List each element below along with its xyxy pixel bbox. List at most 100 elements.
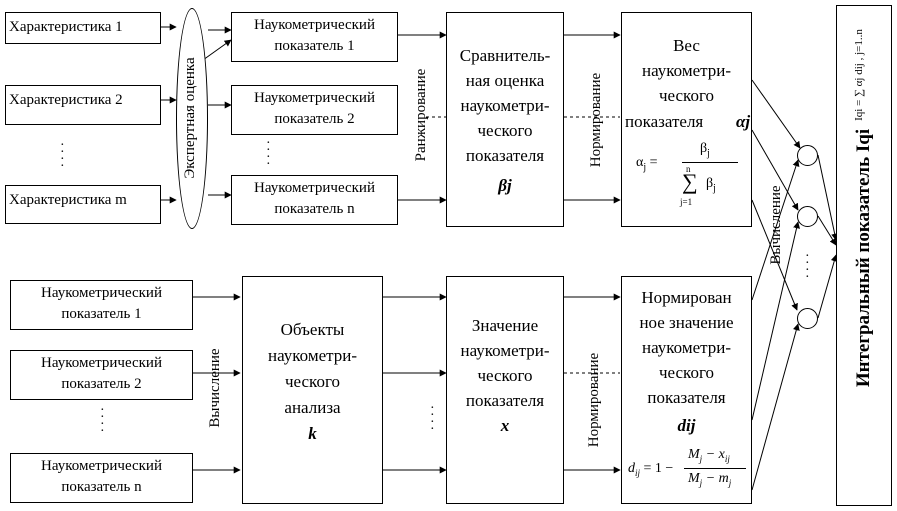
d-den-m-sub: j: [699, 477, 703, 488]
d-symbol: dij: [677, 416, 696, 435]
bottom-indicator-2-line2: показатель 2: [61, 376, 142, 392]
top-indicator-2-line1: Наукометрический: [254, 90, 375, 106]
weight-line-2: наукометри-: [641, 61, 732, 80]
top-indicator-n-line1: Наукометрический: [254, 180, 375, 196]
value-line-1: Значение: [471, 316, 539, 335]
beta-symbol: βj: [498, 176, 512, 195]
objects-line-1: Объекты: [280, 320, 345, 339]
ellipsis-characteristics: ····: [60, 138, 65, 174]
d-fraction-bar: [684, 468, 746, 469]
d-den-mm-sub: j: [728, 477, 732, 488]
ellipsis-objects: ····: [430, 401, 435, 437]
normalized-box: Нормирован ное значение наукометри- ческ…: [621, 276, 752, 504]
alpha-sum-sign: ∑: [682, 169, 698, 194]
d-den-m: M: [688, 471, 700, 486]
x-symbol: x: [500, 416, 510, 435]
objects-line-4: анализа: [284, 398, 341, 417]
bottom-indicator-1-line2: показатель 1: [61, 306, 142, 322]
alpha-lhs-sub: j: [643, 161, 647, 173]
normalized-line-5: показателя: [647, 388, 726, 407]
characteristic-label-m: Характеристика m: [9, 192, 127, 208]
alpha-den-sub: j: [713, 182, 716, 194]
bottom-indicator-n-line2: показатель n: [61, 479, 142, 495]
integral-label: Интегральный показатель Iqi: [853, 128, 874, 388]
arrow-c1: [817, 154, 839, 241]
alpha-sum-top: n: [686, 164, 691, 174]
characteristic-label-2: Характеристика 2: [9, 92, 123, 108]
top-indicator-n-line2: показатель n: [274, 201, 355, 217]
k-symbol: k: [308, 424, 317, 443]
alpha-num-sub: j: [707, 147, 710, 159]
top-indicator-1-line1: Наукометрический: [254, 17, 375, 33]
d-den-mm: − m: [705, 471, 729, 486]
objects-box: Объекты наукометри- ческого анализа k: [242, 276, 383, 504]
sum-node-2: [797, 206, 818, 227]
bottom-indicator-2-line1: Наукометрический: [41, 355, 162, 371]
top-indicator-box-n: Наукометрический показатель n: [231, 175, 398, 225]
arrow-w3: [751, 199, 798, 311]
arrow-n1: [751, 159, 800, 301]
arrow-n3: [751, 323, 800, 491]
calc-label-right: Вычисление: [768, 185, 784, 265]
d-eq: = 1 −: [643, 461, 674, 476]
bottom-indicator-n-line1: Наукометрический: [41, 458, 162, 474]
calc-label-bottom: Вычисление: [207, 348, 223, 428]
normalized-line-4: ческого: [658, 363, 714, 382]
top-indicator-1-line2: показатель 1: [274, 38, 355, 54]
characteristic-label-1: Характеристика 1: [9, 19, 123, 35]
arrow-n2: [751, 221, 800, 421]
norm-label-top: Нормирование: [588, 72, 604, 168]
ellipsis-bottom-indicators: ····: [100, 403, 105, 439]
value-line-2: наукометри-: [460, 341, 550, 360]
value-box: Значение наукометри- ческого показателя …: [446, 276, 564, 504]
objects-line-2: наукометри-: [267, 346, 358, 365]
weight-box: Вес наукометри- ческого показателя αj αj…: [621, 12, 752, 227]
integral-box: Интегральный показатель Iqi Iqi = ∑ αj d…: [836, 5, 892, 506]
characteristic-box-1: Характеристика 1: [5, 12, 161, 44]
top-indicator-2-line2: показатель 2: [274, 111, 355, 127]
alpha-symbol: αj: [736, 112, 751, 131]
d-num-m: M: [688, 447, 700, 462]
weight-line-1: Вес: [673, 36, 700, 55]
arrow-c2: [817, 215, 837, 246]
alpha-num: β: [700, 141, 708, 156]
alpha-den: β: [706, 176, 714, 191]
characteristic-box-2: Характеристика 2: [5, 85, 161, 125]
value-line-4: показателя: [465, 391, 545, 410]
sum-node-n: [797, 308, 818, 329]
bottom-indicator-box-2: Наукометрический показатель 2: [10, 350, 193, 400]
top-indicator-box-1: Наукометрический показатель 1: [231, 12, 398, 62]
expert-ellipse: [176, 8, 208, 229]
alpha-eq: =: [649, 155, 658, 170]
arrow-ind1b: [202, 39, 232, 61]
bottom-indicator-1-line1: Наукометрический: [41, 285, 162, 301]
d-lhs: d: [628, 461, 635, 476]
top-indicator-box-2: Наукометрический показатель 2: [231, 85, 398, 135]
alpha-sum-bottom: j=1: [680, 197, 693, 207]
characteristic-box-m: Характеристика m: [5, 185, 161, 224]
weight-line-3: ческого: [658, 86, 714, 105]
objects-line-3: ческого: [284, 372, 340, 391]
alpha-formula-den: βj: [706, 176, 716, 194]
comparative-line-2: ная оценка: [465, 71, 545, 90]
arrow-w1: [751, 79, 801, 149]
weight-line-4: показателя: [625, 112, 704, 131]
d-num-x: − x: [705, 447, 725, 462]
ellipsis-nodes: ····: [805, 249, 810, 285]
arrow-w2: [751, 129, 799, 211]
norm-label-bottom: Нормирование: [586, 352, 602, 448]
bottom-indicator-box-n: Наукометрический показатель n: [10, 453, 193, 503]
expert-label: Экспертная оценка: [182, 57, 198, 179]
normalized-line-3: наукометри-: [641, 338, 732, 357]
d-num-m-sub: j: [699, 453, 703, 464]
ellipsis-top-indicators: ····: [266, 136, 271, 172]
arrow-c3: [817, 254, 838, 319]
d-lhs-sub: ij: [635, 467, 641, 478]
normalized-line-1: Нормирован: [641, 288, 732, 307]
d-num-x-sub: ij: [724, 453, 730, 464]
sum-node-1: [797, 145, 818, 166]
normalized-line-2: ное значение: [639, 313, 734, 332]
value-line-3: ческого: [477, 366, 533, 385]
